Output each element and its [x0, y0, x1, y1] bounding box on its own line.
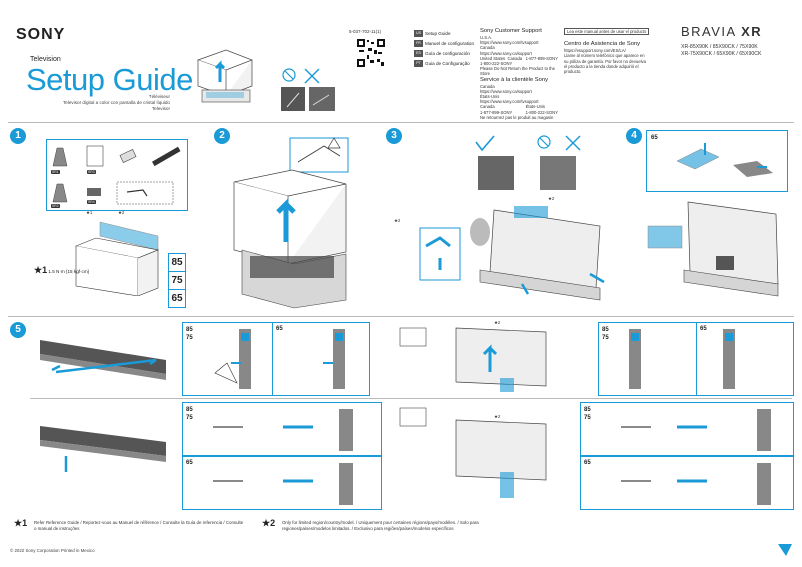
- stand-detail-65-a: 65: [272, 322, 370, 396]
- star-label: ★2: [494, 414, 501, 419]
- support-link-fr-ca[interactable]: https://www.sony.ca/support: [480, 88, 532, 94]
- step-2-badge: 2: [214, 128, 230, 144]
- screw-detail-85-75-b: 85 75: [580, 402, 794, 456]
- box-lift-illustration: [196, 49, 253, 103]
- step-5-badge: 5: [10, 322, 26, 338]
- part-label: SR1: [51, 170, 60, 174]
- screw-detail-drawing: [621, 463, 771, 505]
- qr-code-icon[interactable]: [356, 38, 386, 68]
- read-manual-notice: Lea este manual antes de usar el product…: [564, 28, 650, 36]
- wide-stand-illustration: [40, 340, 166, 380]
- tv-stand-attach-illustration: [647, 201, 779, 297]
- part-label: SR4: [87, 200, 96, 204]
- document-type: Television: [30, 56, 61, 63]
- star-label: ★2: [118, 210, 125, 215]
- screw-detail-drawing: [213, 409, 353, 451]
- size-selector: 85 75 65: [168, 253, 186, 308]
- screw-detail-85-75-a: 85 75: [182, 402, 382, 456]
- tv-in-box-illustration: [74, 221, 160, 296]
- spanish-support: Lea este manual antes de usar el product…: [564, 28, 650, 74]
- support-heading: Sony Customer Support: [480, 28, 542, 34]
- parts-panel: SR1 SR3 SR2 SR4: [46, 139, 188, 211]
- star-1-note: Refer Reference Guide / Reportez-vous au…: [34, 520, 244, 531]
- tv-unpack-illustration: [419, 206, 605, 301]
- stand-detail-drawing: [723, 329, 735, 389]
- star-1-mark: ★1: [14, 518, 28, 528]
- page-title: Setup Guide: [26, 62, 193, 97]
- support-link-us[interactable]: https://www.sony.com/tvsupport: [480, 40, 539, 46]
- screw-detail-65-b: 65: [580, 456, 794, 510]
- tv-mount-illustration-b: [399, 407, 547, 498]
- screw-detail-65-a: 65: [182, 456, 382, 510]
- screw-spec: ★1 1.5 N·m {15 kgf·cm}: [34, 265, 90, 275]
- star-label: ★1: [86, 210, 93, 215]
- star-2-mark: ★2: [262, 518, 276, 528]
- step-1-badge: 1: [10, 128, 26, 144]
- sony-logo: SONY: [16, 26, 66, 43]
- size-85[interactable]: 85: [168, 253, 186, 272]
- screw-detail-drawing: [213, 463, 353, 505]
- star-label: ★2: [394, 218, 401, 223]
- star-2-note: Only for limited region/country/model. /…: [282, 520, 479, 531]
- page-subtitle: Téléviseur Televisor digital a color con…: [63, 94, 170, 111]
- support-link-fr-us[interactable]: https://www.sony.com/tvsupport: [480, 99, 539, 105]
- do-not-illustration: [281, 68, 335, 111]
- stand-detail-85-75-b: 85 75: [598, 322, 698, 396]
- do-dont-lift-illustration: [475, 135, 581, 190]
- part-label: SR2: [51, 204, 60, 208]
- customer-support: Sony Customer Support U.S.A. https://www…: [480, 28, 558, 120]
- stand-detail-drawing: [629, 329, 641, 389]
- screw-detail-drawing: [621, 409, 771, 451]
- size-65[interactable]: 65: [168, 289, 186, 308]
- model-list: XR-85X90K / 85X90CK / 75X90K XR-75X90CK …: [681, 44, 762, 57]
- tv-mount-illustration-a: [399, 327, 547, 392]
- narrow-stand-illustration: [40, 426, 166, 472]
- stand-detail-drawing: [214, 329, 251, 389]
- stand-detail-65-b: 65: [696, 322, 794, 396]
- stand-attach-illustration: [676, 143, 773, 177]
- star-label: ★2: [494, 320, 501, 325]
- size-75[interactable]: 75: [168, 271, 186, 290]
- step-4-badge: 4: [626, 128, 642, 144]
- support-heading-fr: Service à la clientèle Sony: [480, 76, 548, 83]
- page-fold-icon: [778, 544, 792, 556]
- parts-illustration: [52, 145, 181, 205]
- support-link-es[interactable]: https://esupport.sony.com/ES/LA/: [564, 48, 626, 54]
- part-label: SR3: [87, 170, 96, 174]
- size-65-detail: 65: [646, 130, 788, 192]
- copyright: © 2022 Sony Corporation Printed in Mexic…: [10, 548, 95, 553]
- box-open-illustration: [233, 137, 349, 309]
- stand-detail-85-75-a: 85 75: [182, 322, 274, 396]
- support-link-ca[interactable]: https://www.sony.ca/support: [480, 50, 532, 56]
- star-label: ★2: [548, 196, 555, 201]
- part-number: 5-037-702-11(1): [349, 29, 382, 34]
- stand-detail-drawing: [323, 329, 345, 389]
- product-line: BRAVIA XR: [681, 24, 763, 39]
- step-3-badge: 3: [386, 128, 402, 144]
